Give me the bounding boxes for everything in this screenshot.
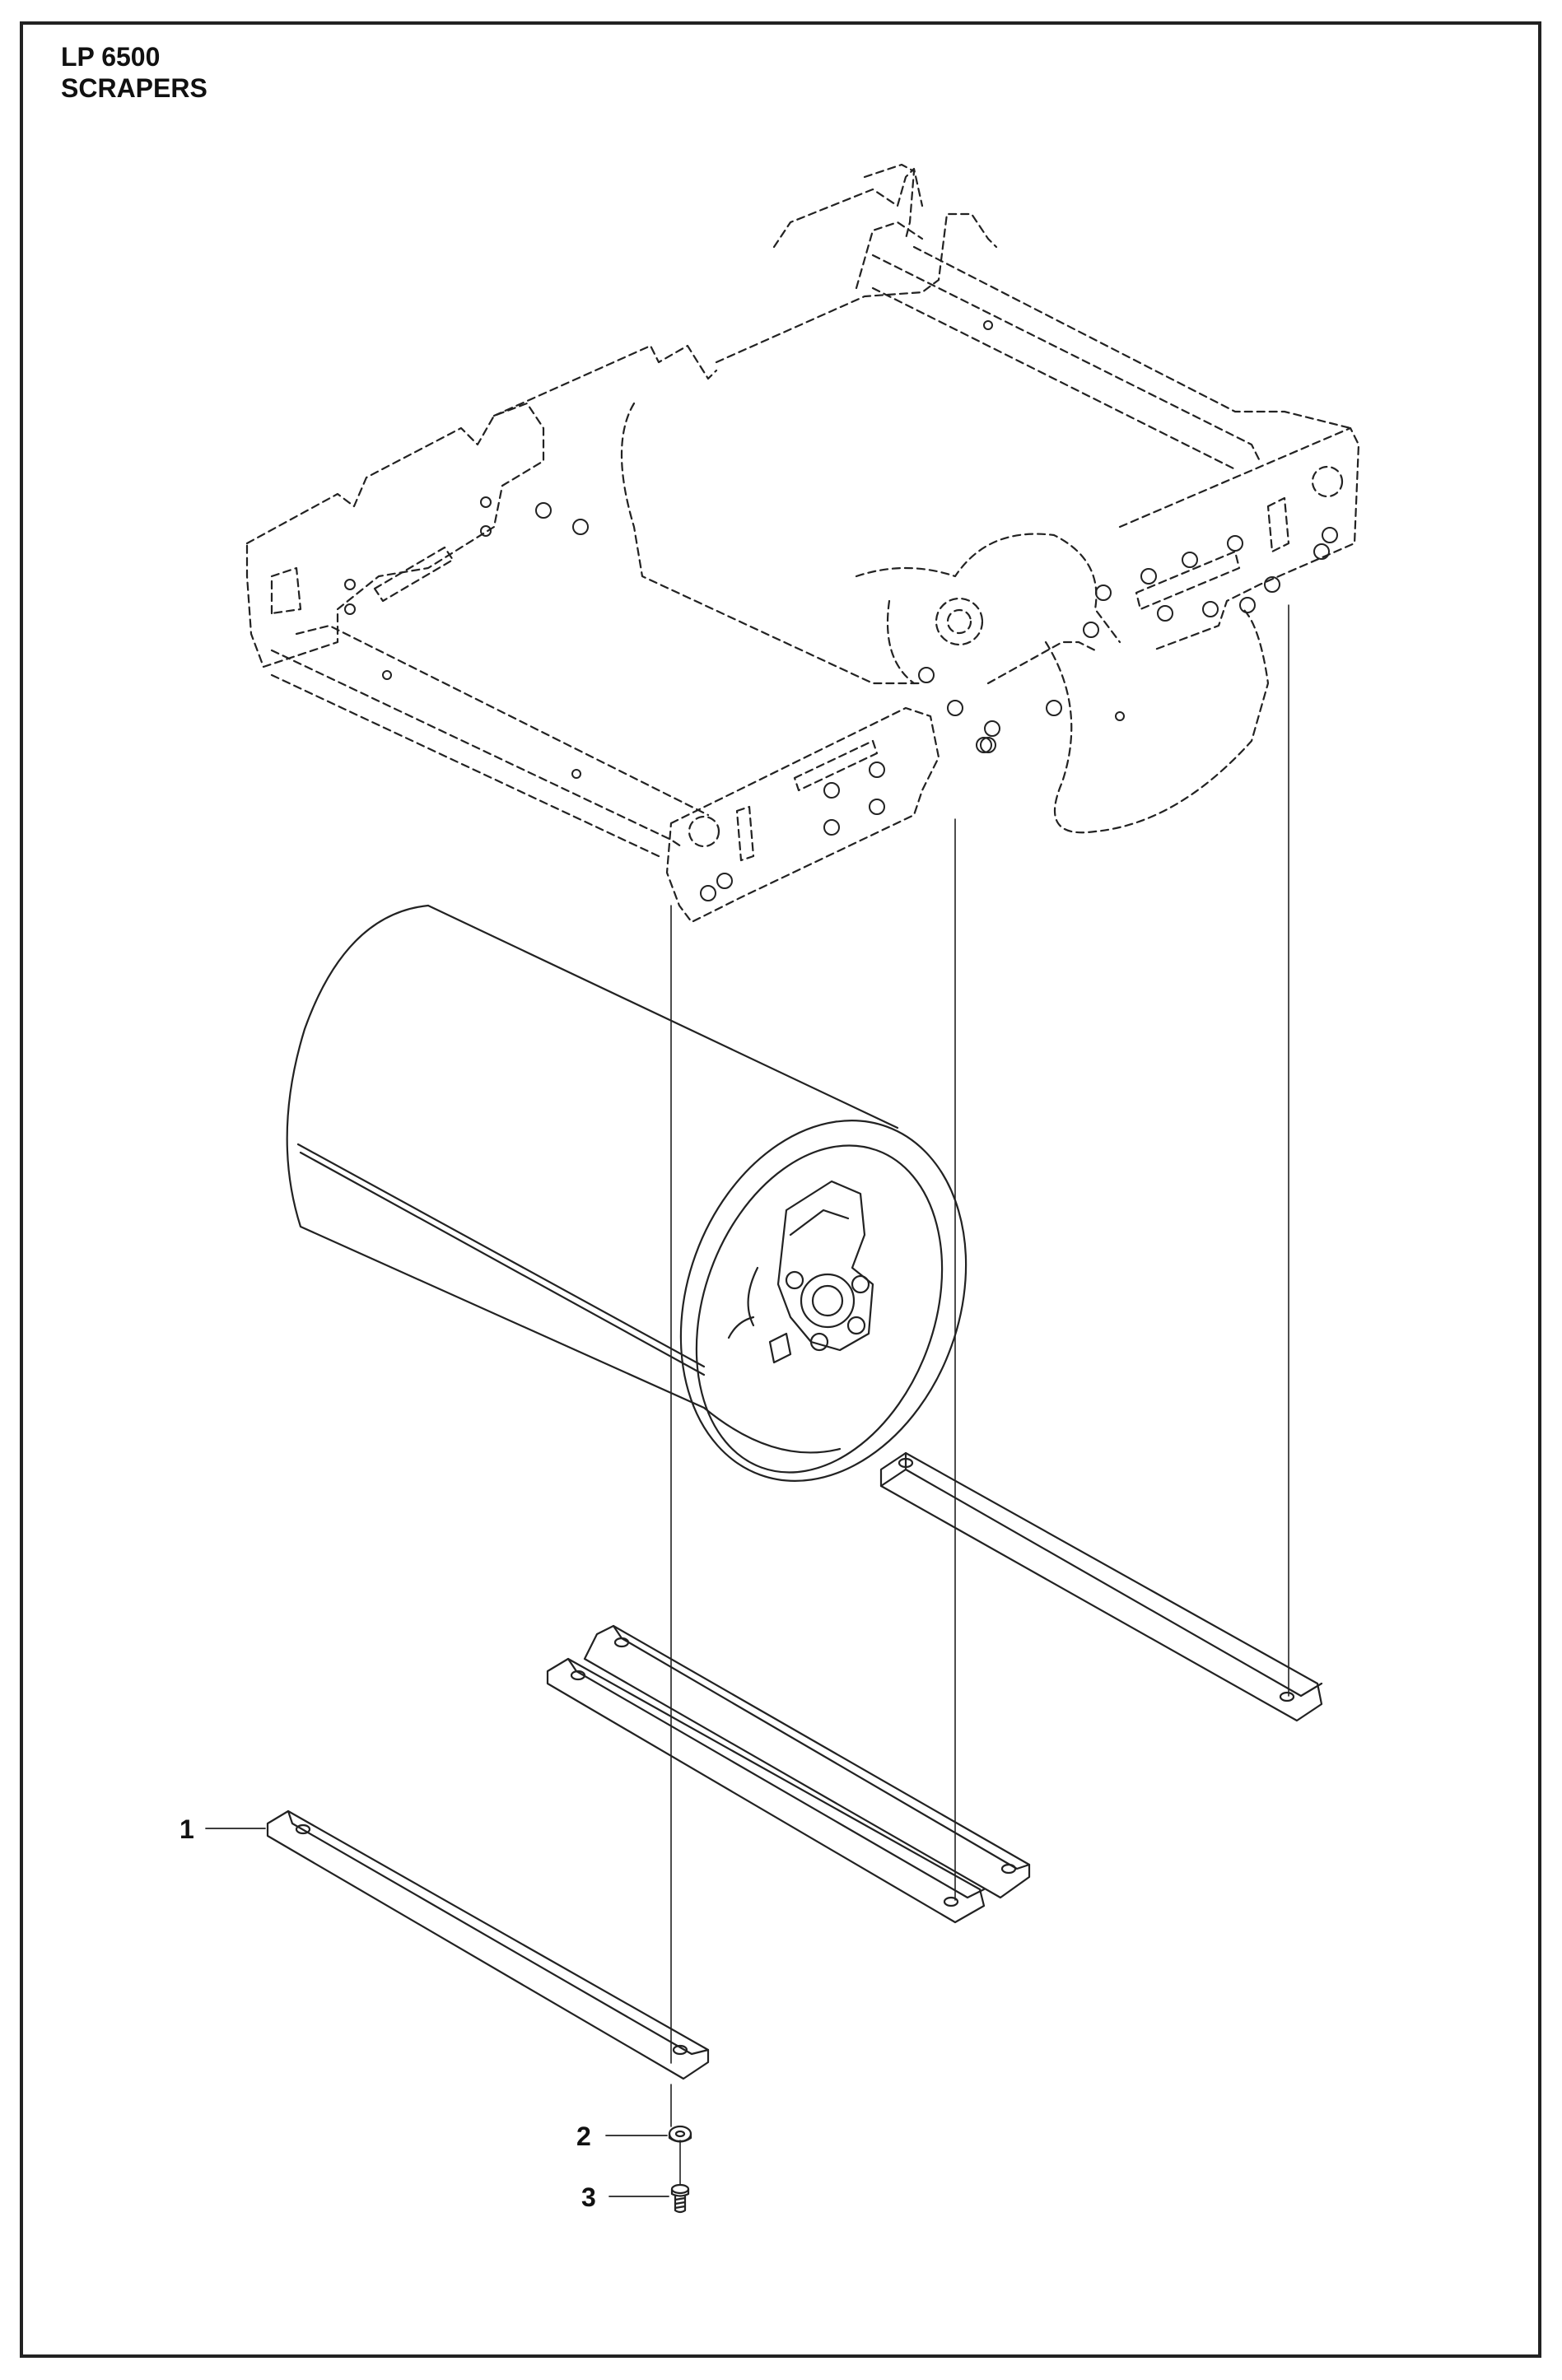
model-title: LP 6500 [61, 42, 161, 72]
callout-label-2: 2 [576, 2122, 591, 2151]
bolt [670, 2183, 690, 2214]
drum [286, 904, 968, 1482]
title-block: LP 6500 SCRAPERS [61, 41, 207, 104]
scraper-middle-pair [546, 1624, 1031, 1924]
scraper-front [266, 1809, 710, 2080]
callout-leaders [205, 1828, 669, 2197]
callout-label-1: 1 [180, 1814, 194, 1844]
washer [668, 2125, 692, 2143]
frame-assembly-phantom [245, 163, 1360, 924]
assembly-lines [670, 604, 1289, 2186]
drawing-frame [20, 21, 1541, 2358]
scraper-rear [879, 1451, 1323, 1722]
section-title: SCRAPERS [61, 73, 207, 103]
frame-bolts [344, 320, 1338, 901]
callout-label-3: 3 [581, 2182, 596, 2212]
